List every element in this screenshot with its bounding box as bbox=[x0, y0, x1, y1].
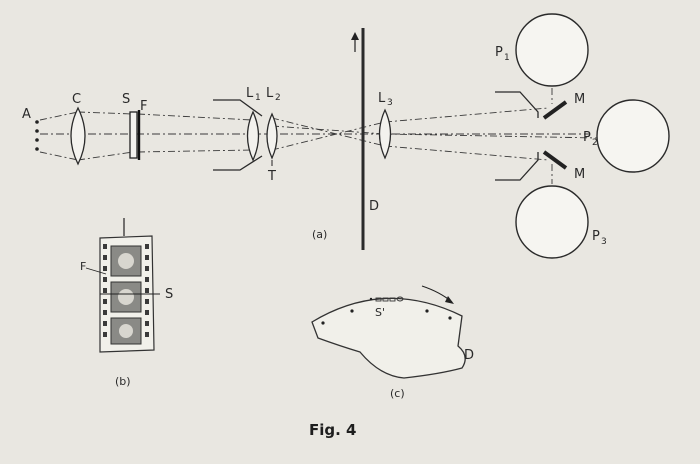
label-part-b: (b) bbox=[115, 375, 131, 388]
lens-l1 bbox=[246, 110, 260, 162]
lens-l2 bbox=[266, 112, 278, 160]
condenser-lens bbox=[70, 106, 86, 166]
label-part-a: (a) bbox=[312, 228, 327, 241]
label-c-s: S' bbox=[375, 306, 385, 319]
objective-housing-top bbox=[213, 99, 263, 117]
light-source-dots bbox=[35, 120, 39, 151]
screen-p2 bbox=[596, 99, 670, 173]
screen-p1 bbox=[515, 13, 589, 87]
lens-l3 bbox=[378, 108, 392, 160]
slit-plate bbox=[129, 111, 138, 159]
screen-p3 bbox=[515, 185, 589, 259]
label-p2-sub: 2 bbox=[592, 138, 598, 148]
inset-b-film-strip bbox=[85, 218, 160, 353]
label-p1: P bbox=[495, 45, 503, 60]
disc-direction-arrowhead bbox=[351, 32, 359, 40]
label-c-d: D bbox=[464, 348, 474, 363]
label-p1-sub: 1 bbox=[504, 53, 510, 63]
mirror-housing-bottom bbox=[495, 152, 539, 181]
label-c: C bbox=[72, 92, 81, 107]
mirror-housing-top bbox=[495, 91, 539, 118]
label-l3: L bbox=[378, 91, 386, 106]
label-l3-sub: 3 bbox=[387, 98, 393, 108]
label-p3-sub: 3 bbox=[601, 237, 607, 247]
label-m-bottom: M bbox=[574, 167, 585, 182]
mirror-top bbox=[542, 100, 568, 120]
objective-housing-bottom bbox=[213, 155, 263, 171]
label-p2: P bbox=[583, 130, 591, 145]
mirror-bottom bbox=[542, 150, 568, 170]
figure-caption: Fig. 4 bbox=[309, 421, 356, 439]
label-part-c: (c) bbox=[390, 387, 405, 400]
label-d: D bbox=[369, 199, 379, 214]
label-b-f: F bbox=[80, 260, 86, 273]
rays-crossing bbox=[271, 107, 599, 161]
label-m-top: M bbox=[574, 92, 585, 107]
label-f: F bbox=[140, 99, 147, 114]
label-t: T bbox=[267, 169, 276, 184]
label-a: A bbox=[22, 107, 31, 122]
rays-condenser bbox=[39, 111, 134, 161]
label-l2: L bbox=[266, 86, 274, 101]
label-l1: L bbox=[246, 86, 254, 101]
inset-c-disc-segment bbox=[311, 285, 466, 379]
label-b-s: S bbox=[165, 287, 173, 302]
label-l2-sub: 2 bbox=[275, 93, 281, 103]
label-s: S bbox=[122, 92, 130, 107]
rays-to-objective bbox=[137, 113, 253, 153]
label-l1-sub: 1 bbox=[255, 93, 261, 103]
label-p3: P bbox=[592, 229, 600, 244]
